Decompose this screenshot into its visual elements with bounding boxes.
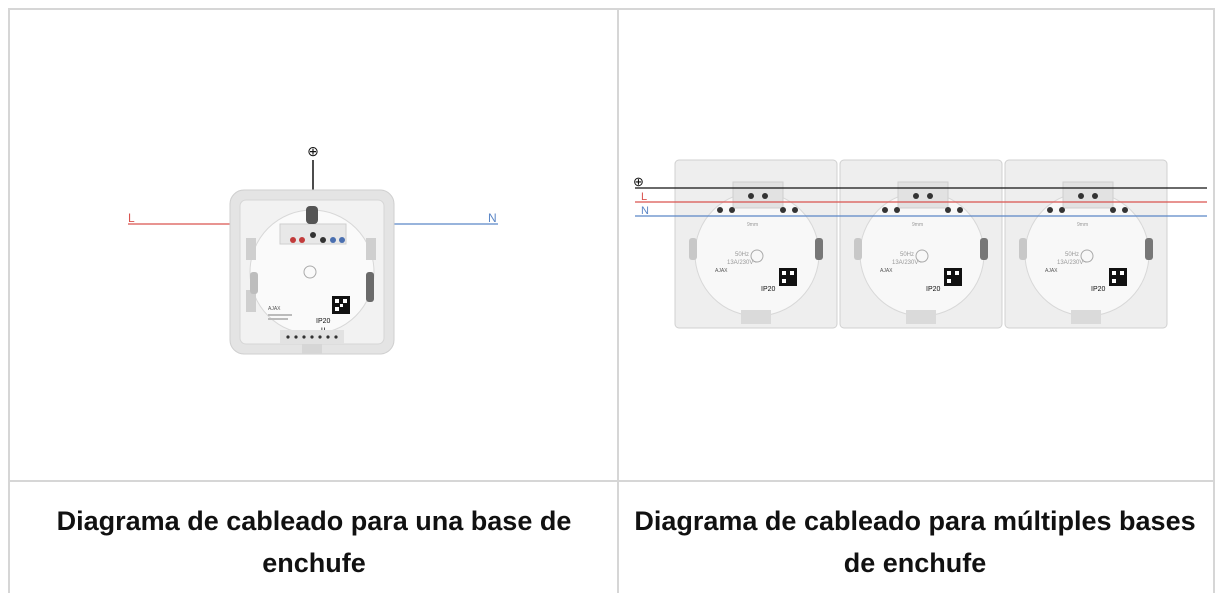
single-socket-caption: Diagrama de cableado para una base de en…	[56, 506, 572, 578]
svg-text:13A/230V~: 13A/230V~	[1057, 260, 1087, 266]
l-wire-label: L	[128, 211, 135, 225]
svg-text:IP20: IP20	[1091, 286, 1106, 293]
table-left-border	[8, 8, 10, 593]
svg-text:50Hz: 50Hz	[900, 252, 914, 258]
svg-text:9mm: 9mm	[912, 222, 923, 228]
n-wire-label: N	[641, 205, 649, 217]
svg-text:μ: μ	[321, 325, 326, 334]
ip-rating-text: IP20	[316, 318, 331, 325]
socket-base-device-1: 50Hz 13A/230V~ 9mm AJAX IP20	[674, 159, 838, 329]
table-right-border	[1213, 8, 1215, 593]
svg-text:9mm: 9mm	[747, 222, 758, 228]
table-row-divider	[8, 480, 1215, 482]
svg-text:IP20: IP20	[926, 286, 941, 293]
n-wire-label: N	[488, 211, 497, 225]
svg-text:AJAX: AJAX	[880, 268, 893, 274]
svg-text:AJAX: AJAX	[1045, 268, 1058, 274]
multiple-socket-wiring-diagram: 50Hz 13A/230V~ 9mm AJAX IP20 50Hz 13A/23…	[633, 159, 1207, 329]
socket-base-device-3: 50Hz 13A/230V~ 9mm AJAX IP20	[1004, 159, 1168, 329]
l-wire-label: L	[641, 191, 647, 203]
table-top-border	[8, 8, 1215, 10]
svg-text:9mm: 9mm	[1077, 222, 1088, 228]
ground-symbol: ⊕	[633, 174, 644, 189]
socket-base-device: AJAX IP20 μ	[229, 189, 395, 355]
single-socket-wiring-diagram: ⊕ L N A	[128, 143, 498, 355]
svg-text:AJAX: AJAX	[268, 306, 281, 312]
multiple-socket-caption: Diagrama de cableado para múltiples base…	[634, 506, 1196, 578]
svg-text:13A/230V~: 13A/230V~	[727, 260, 757, 266]
svg-text:13A/230V~: 13A/230V~	[892, 260, 922, 266]
svg-text:IP20: IP20	[761, 286, 776, 293]
table-center-divider	[617, 8, 619, 593]
svg-text:50Hz: 50Hz	[735, 252, 749, 258]
svg-text:50Hz: 50Hz	[1065, 252, 1079, 258]
svg-text:AJAX: AJAX	[715, 268, 728, 274]
ground-symbol: ⊕	[307, 143, 319, 159]
socket-base-device-2: 50Hz 13A/230V~ 9mm AJAX IP20	[839, 159, 1003, 329]
